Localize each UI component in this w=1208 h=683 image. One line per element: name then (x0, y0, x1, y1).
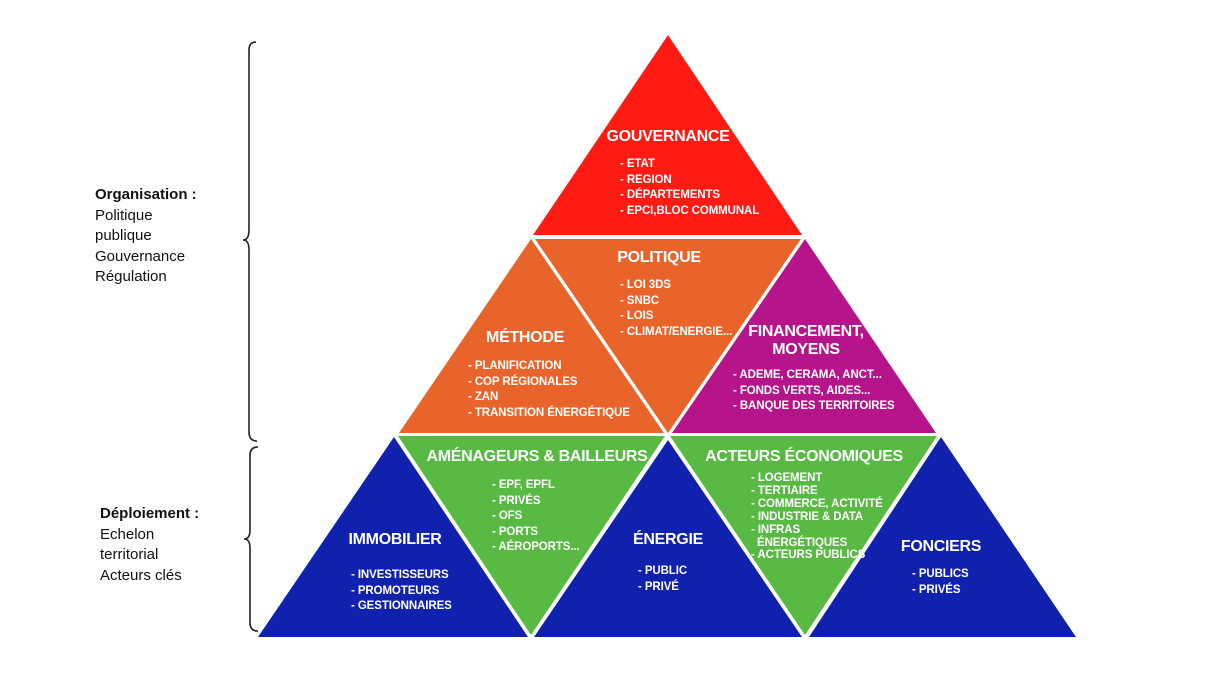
list-item: INDUSTRIE & DATA (751, 511, 883, 524)
list-item: COMMERCE, ACTIVITÉ (751, 498, 883, 511)
list-item: BANQUE DES TERRITOIRES (733, 399, 895, 415)
list-item: AÉROPORTS... (492, 540, 579, 556)
politique-title: POLITIQUE (617, 249, 701, 266)
organisation-line: Gouvernance (95, 247, 186, 265)
list-item: REGION (620, 173, 759, 189)
financement-title: FINANCEMENT, MOYENS (748, 323, 864, 359)
list-item: ACTEURS PUBLICS (751, 549, 883, 562)
list-item: GESTIONNAIRES (351, 599, 452, 615)
financement-title-line: MOYENS (772, 341, 840, 358)
list-item: LOIS (620, 309, 732, 325)
amenageurs-title: AMÉNAGEURS & BAILLEURS (426, 448, 648, 465)
immobilier-title: IMMOBILIER (348, 531, 442, 548)
list-item: PUBLICS (912, 567, 969, 583)
list-item: DÉPARTEMENTS (620, 188, 759, 204)
list-item: ADEME, CERAMA, ANCT... (733, 368, 895, 384)
organisation-line: Politique (95, 206, 153, 224)
list-item: TRANSITION ÉNERGÉTIQUE (468, 406, 630, 422)
deploiement-brace (243, 446, 259, 632)
list-item: PORTS (492, 525, 580, 541)
methode-title: MÉTHODE (486, 329, 564, 346)
financement-items: ADEME, CERAMA, ANCT... FONDS VERTS, AIDE… (733, 368, 895, 415)
list-item: PRIVÉS (912, 583, 969, 599)
list-item: CLIMAT/ENERGIE... (620, 325, 733, 341)
list-item: EPCI,BLOC COMMUNAL (620, 204, 759, 220)
organisation-brace (242, 41, 258, 442)
deploiement-line: Acteurs clés (100, 566, 182, 584)
deploiement-title: Déploiement : (100, 505, 200, 522)
deploiement-line: territorial (100, 546, 159, 563)
list-item: SNBC (620, 294, 732, 310)
organisation-line: publique (95, 227, 152, 244)
organisation-label: Organisation : Politique publique Gouver… (95, 185, 197, 288)
gouvernance-items: ETAT REGION DÉPARTEMENTS EPCI,BLOC COMMU… (620, 157, 759, 219)
acteurs-items: LOGEMENT TERTIAIRE COMMERCE, ACTIVITÉ IN… (751, 472, 883, 562)
amenageurs-items: EPF, EPFL PRIVÉS OFS PORTS AÉROPORTS... (492, 478, 580, 556)
list-item: PROMOTEURS (351, 584, 452, 600)
fonciers-triangle (809, 437, 1076, 637)
fonciers-title: FONCIERS (900, 538, 982, 555)
list-item: OFS (492, 509, 580, 525)
gouvernance-title: GOUVERNANCE (606, 128, 730, 145)
list-item: ZAN (468, 390, 630, 406)
list-item: INFRAS (751, 524, 883, 537)
list-item: PLANIFICATION (468, 359, 630, 375)
list-item: EPF, EPFL (492, 478, 580, 494)
methode-items: PLANIFICATION COP RÉGIONALES ZAN TRANSIT… (468, 359, 630, 421)
list-item-continuation: ÉNERGÉTIQUES (757, 536, 848, 549)
deploiement-label: Déploiement : Echelon territorial Acteur… (100, 504, 199, 586)
deploiement-line: Echelon (100, 525, 155, 543)
list-item: INVESTISSEURS (351, 568, 452, 584)
list-item: LOGEMENT (751, 472, 883, 485)
organisation-line: Régulation (95, 268, 167, 285)
list-item: LOI 3DS (620, 278, 732, 294)
politique-items: LOI 3DS SNBC LOIS CLIMAT/ENERGIE... (620, 278, 733, 341)
list-item: COP RÉGIONALES (468, 375, 630, 391)
immobilier-triangle (258, 437, 528, 637)
energie-title: ÉNERGIE (633, 531, 703, 548)
acteurs-title: ACTEURS ÉCONOMIQUES (705, 448, 903, 465)
financement-title-line: FINANCEMENT, (748, 323, 864, 340)
organisation-title: Organisation : (95, 186, 197, 203)
list-item: ETAT (620, 157, 759, 173)
fonciers-items: PUBLICS PRIVÉS (912, 567, 969, 598)
list-item: PRIVÉ (638, 580, 687, 596)
list-item: FONDS VERTS, AIDES... (733, 384, 895, 400)
energie-items: PUBLIC PRIVÉ (638, 564, 687, 595)
list-item: TERTIAIRE (751, 485, 883, 498)
immobilier-items: INVESTISSEURS PROMOTEURS GESTIONNAIRES (351, 568, 452, 615)
list-item: PUBLIC (638, 564, 687, 580)
energie-triangle (534, 440, 802, 637)
list-item: PRIVÉS (492, 494, 580, 510)
